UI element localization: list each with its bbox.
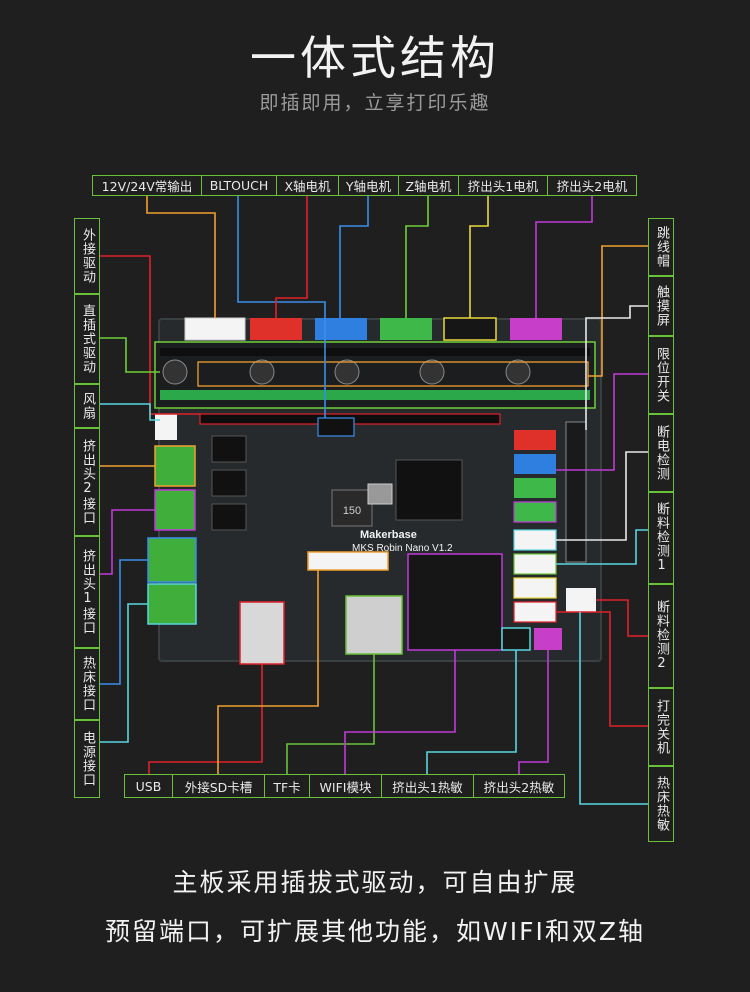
label-z-motor: Z轴电机	[398, 175, 459, 196]
label-plugin-driver: 直插式驱动	[74, 294, 100, 384]
power-terminal	[147, 583, 197, 625]
shutdown-connector	[513, 601, 557, 623]
fan-connector	[155, 414, 177, 440]
label-power-output: 12V/24V常输出	[92, 175, 202, 196]
capacitor	[249, 359, 275, 385]
page-subtitle: 即插即用，立享打印乐趣	[259, 92, 491, 114]
power-loss-connector	[513, 529, 557, 551]
label-extruder1-motor: 挤出头1电机	[458, 175, 548, 196]
bltouch-header	[317, 417, 355, 437]
board-brand: Makerbase	[360, 529, 417, 541]
extruder2-terminal	[154, 445, 196, 487]
label-extruder2-thermistor: 挤出头2热敏	[473, 774, 565, 798]
label-extruder2-port: 挤出头2接口	[74, 428, 100, 536]
label-power-port: 电源接口	[74, 720, 100, 798]
heatbed-terminal	[147, 537, 197, 583]
label-extruder2-motor: 挤出头2电机	[547, 175, 637, 196]
label-x-motor: X轴电机	[276, 175, 339, 196]
sd-slot	[307, 551, 389, 571]
limit-switch-connector-z	[514, 478, 556, 498]
footer-line2: 预留端口，可扩展其他功能，如WIFI和双Z轴	[105, 917, 645, 946]
chip-label-150: 150	[343, 505, 361, 517]
label-bltouch: BLTOUCH	[201, 175, 277, 196]
label-jumper-cap: 跳线帽	[648, 218, 674, 276]
label-extruder1-thermistor: 挤出头1热敏	[381, 774, 474, 798]
capacitor	[334, 359, 360, 385]
filament1-connector	[513, 553, 557, 575]
label-heatbed-thermistor: 热床热敏	[648, 766, 674, 842]
extruder1-thermistor-connector	[501, 627, 531, 651]
limit-switch-connector-y	[514, 454, 556, 474]
usb-port	[239, 601, 285, 665]
extruder1-terminal	[154, 489, 196, 531]
label-external-driver: 外接驱动	[74, 218, 100, 294]
label-auto-shutdown: 打完关机	[648, 688, 674, 766]
label-power-loss-detect: 断电检测	[648, 414, 674, 492]
label-extruder1-port: 挤出头1接口	[74, 536, 100, 648]
label-touchscreen: 触摸屏	[648, 276, 674, 336]
x-motor-connector	[250, 318, 302, 340]
label-wifi-module: WIFI模块	[309, 774, 382, 798]
label-filament-detect1: 断料检测1	[648, 492, 674, 584]
touchscreen-fpc	[565, 421, 587, 563]
heatbed-thermistor-connector	[566, 588, 596, 612]
wifi-module-area	[407, 553, 503, 651]
y-motor-connector	[315, 318, 367, 340]
footer-line1: 主板采用插拔式驱动，可自由扩展	[172, 868, 578, 897]
label-tf-card: TF卡	[264, 774, 310, 798]
label-limit-switch: 限位开关	[648, 336, 674, 414]
limit-switch-connector-x	[514, 430, 556, 450]
filament2-connector	[513, 577, 557, 599]
label-sd-slot: 外接SD卡槽	[172, 774, 265, 798]
label-y-motor: Y轴电机	[338, 175, 399, 196]
label-fan: 风扇	[74, 384, 100, 428]
extruder1-motor-connector	[443, 317, 497, 341]
capacitor	[162, 359, 188, 385]
capacitor	[419, 359, 445, 385]
board-model: MKS Robin Nano V1.2	[352, 543, 453, 554]
label-heatbed-port: 热床接口	[74, 648, 100, 720]
external-driver-box	[197, 361, 589, 387]
label-usb: USB	[124, 774, 173, 798]
label-filament-detect2: 断料检测2	[648, 584, 674, 688]
limit-switch-connector-z2	[513, 501, 557, 523]
tf-card-slot	[345, 595, 403, 655]
extruder2-thermistor-connector	[534, 628, 562, 650]
mcu-chip	[395, 459, 463, 521]
z-motor-connector	[380, 318, 432, 340]
capacitor	[505, 359, 531, 385]
extruder2-motor-connector	[510, 318, 562, 340]
page-title: 一体式结构	[250, 31, 500, 85]
power-output-connector	[184, 317, 246, 341]
